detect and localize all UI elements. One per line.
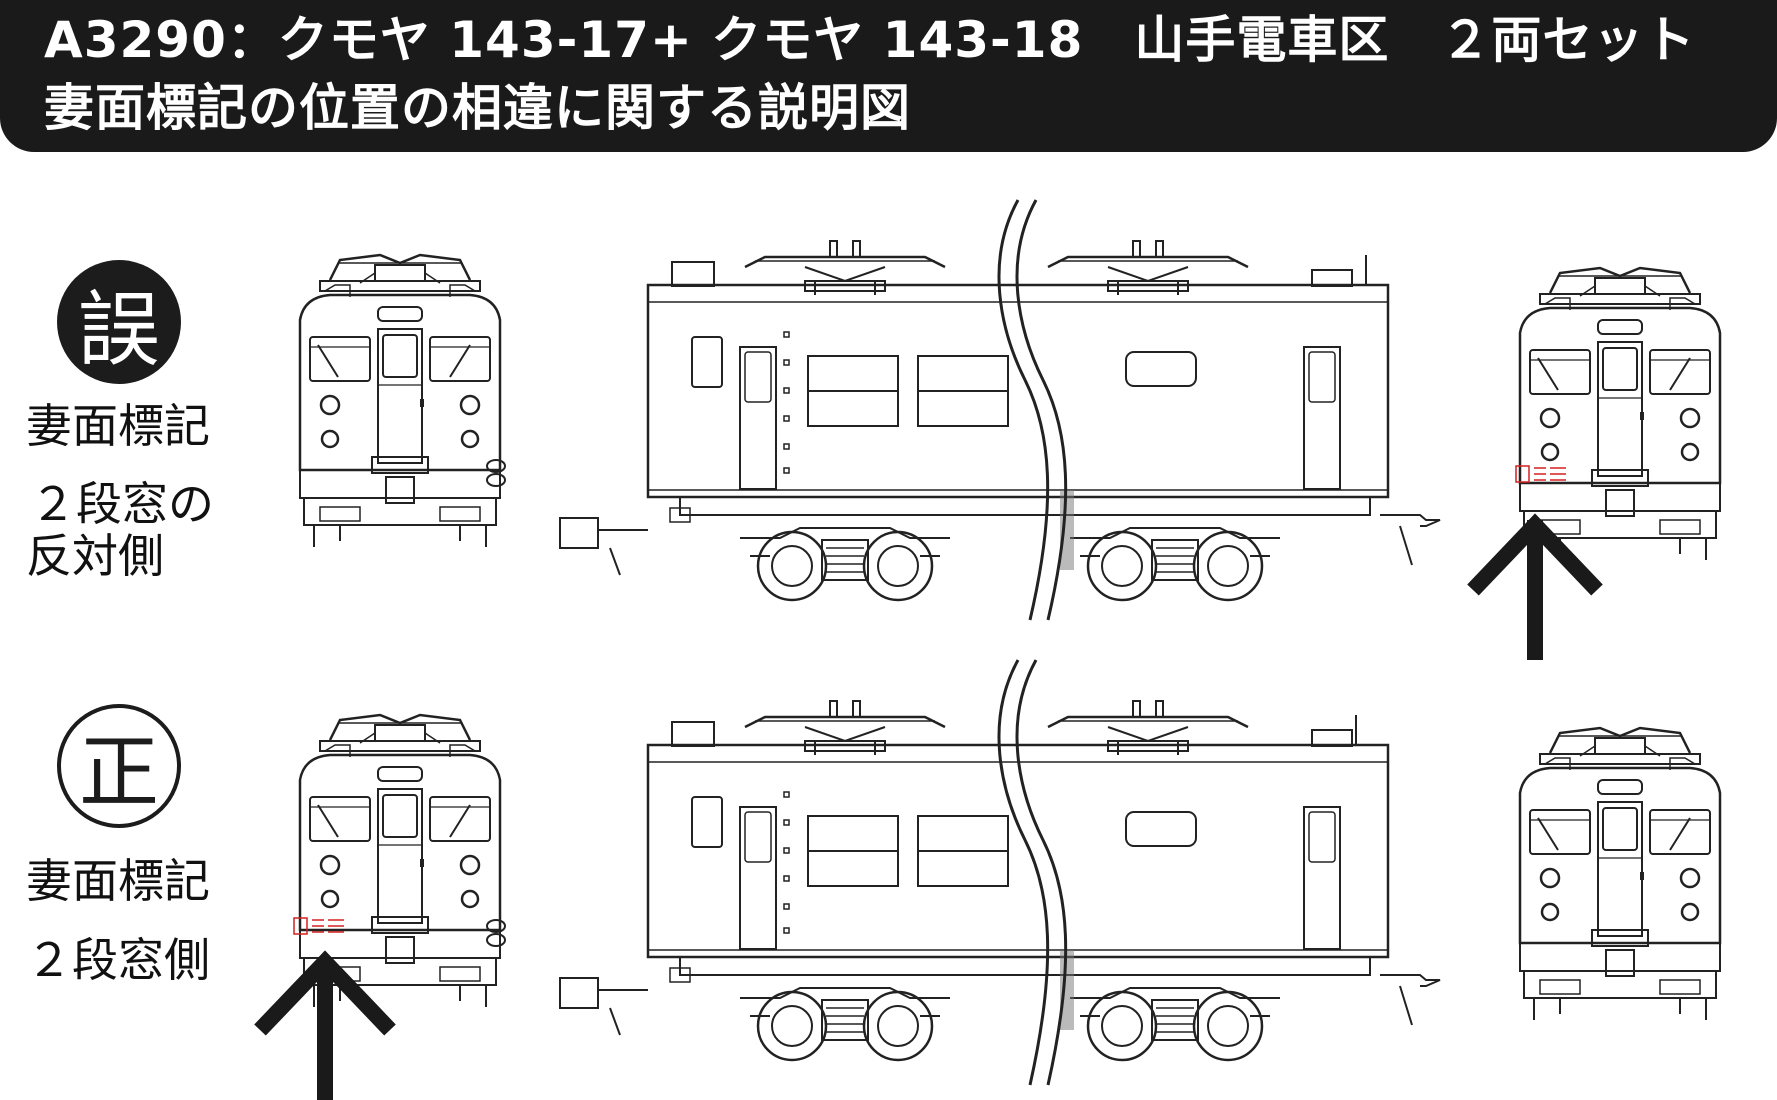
arrow-incorrect	[1467, 513, 1603, 660]
front-view-left-correct	[293, 713, 506, 1009]
title-line-1: A3290：クモヤ 143-17+ クモヤ 143-18 山手電車区 ２両セット	[44, 11, 1696, 69]
front-view-right-correct	[1518, 726, 1722, 1022]
arrow-correct	[254, 950, 396, 1100]
front-view-right-incorrect	[1515, 266, 1722, 562]
incorrect-label-1: 妻面標記	[26, 399, 210, 453]
side-view-correct	[559, 699, 1441, 1062]
incorrect-label-2: ２段窓の	[30, 477, 214, 531]
front-view-left-incorrect	[298, 253, 506, 549]
title-line-2: 妻面標記の位置の相違に関する説明図	[44, 79, 911, 137]
title-banner: A3290：クモヤ 143-17+ クモヤ 143-18 山手電車区 ２両セット…	[0, 0, 1777, 152]
correct-label-1: 妻面標記	[26, 854, 210, 908]
incorrect-label-3: 反対側	[26, 529, 164, 583]
incorrect-badge: 誤	[57, 260, 181, 384]
correct-label-2: ２段窓側	[26, 933, 210, 987]
correct-badge: 正	[57, 704, 181, 828]
